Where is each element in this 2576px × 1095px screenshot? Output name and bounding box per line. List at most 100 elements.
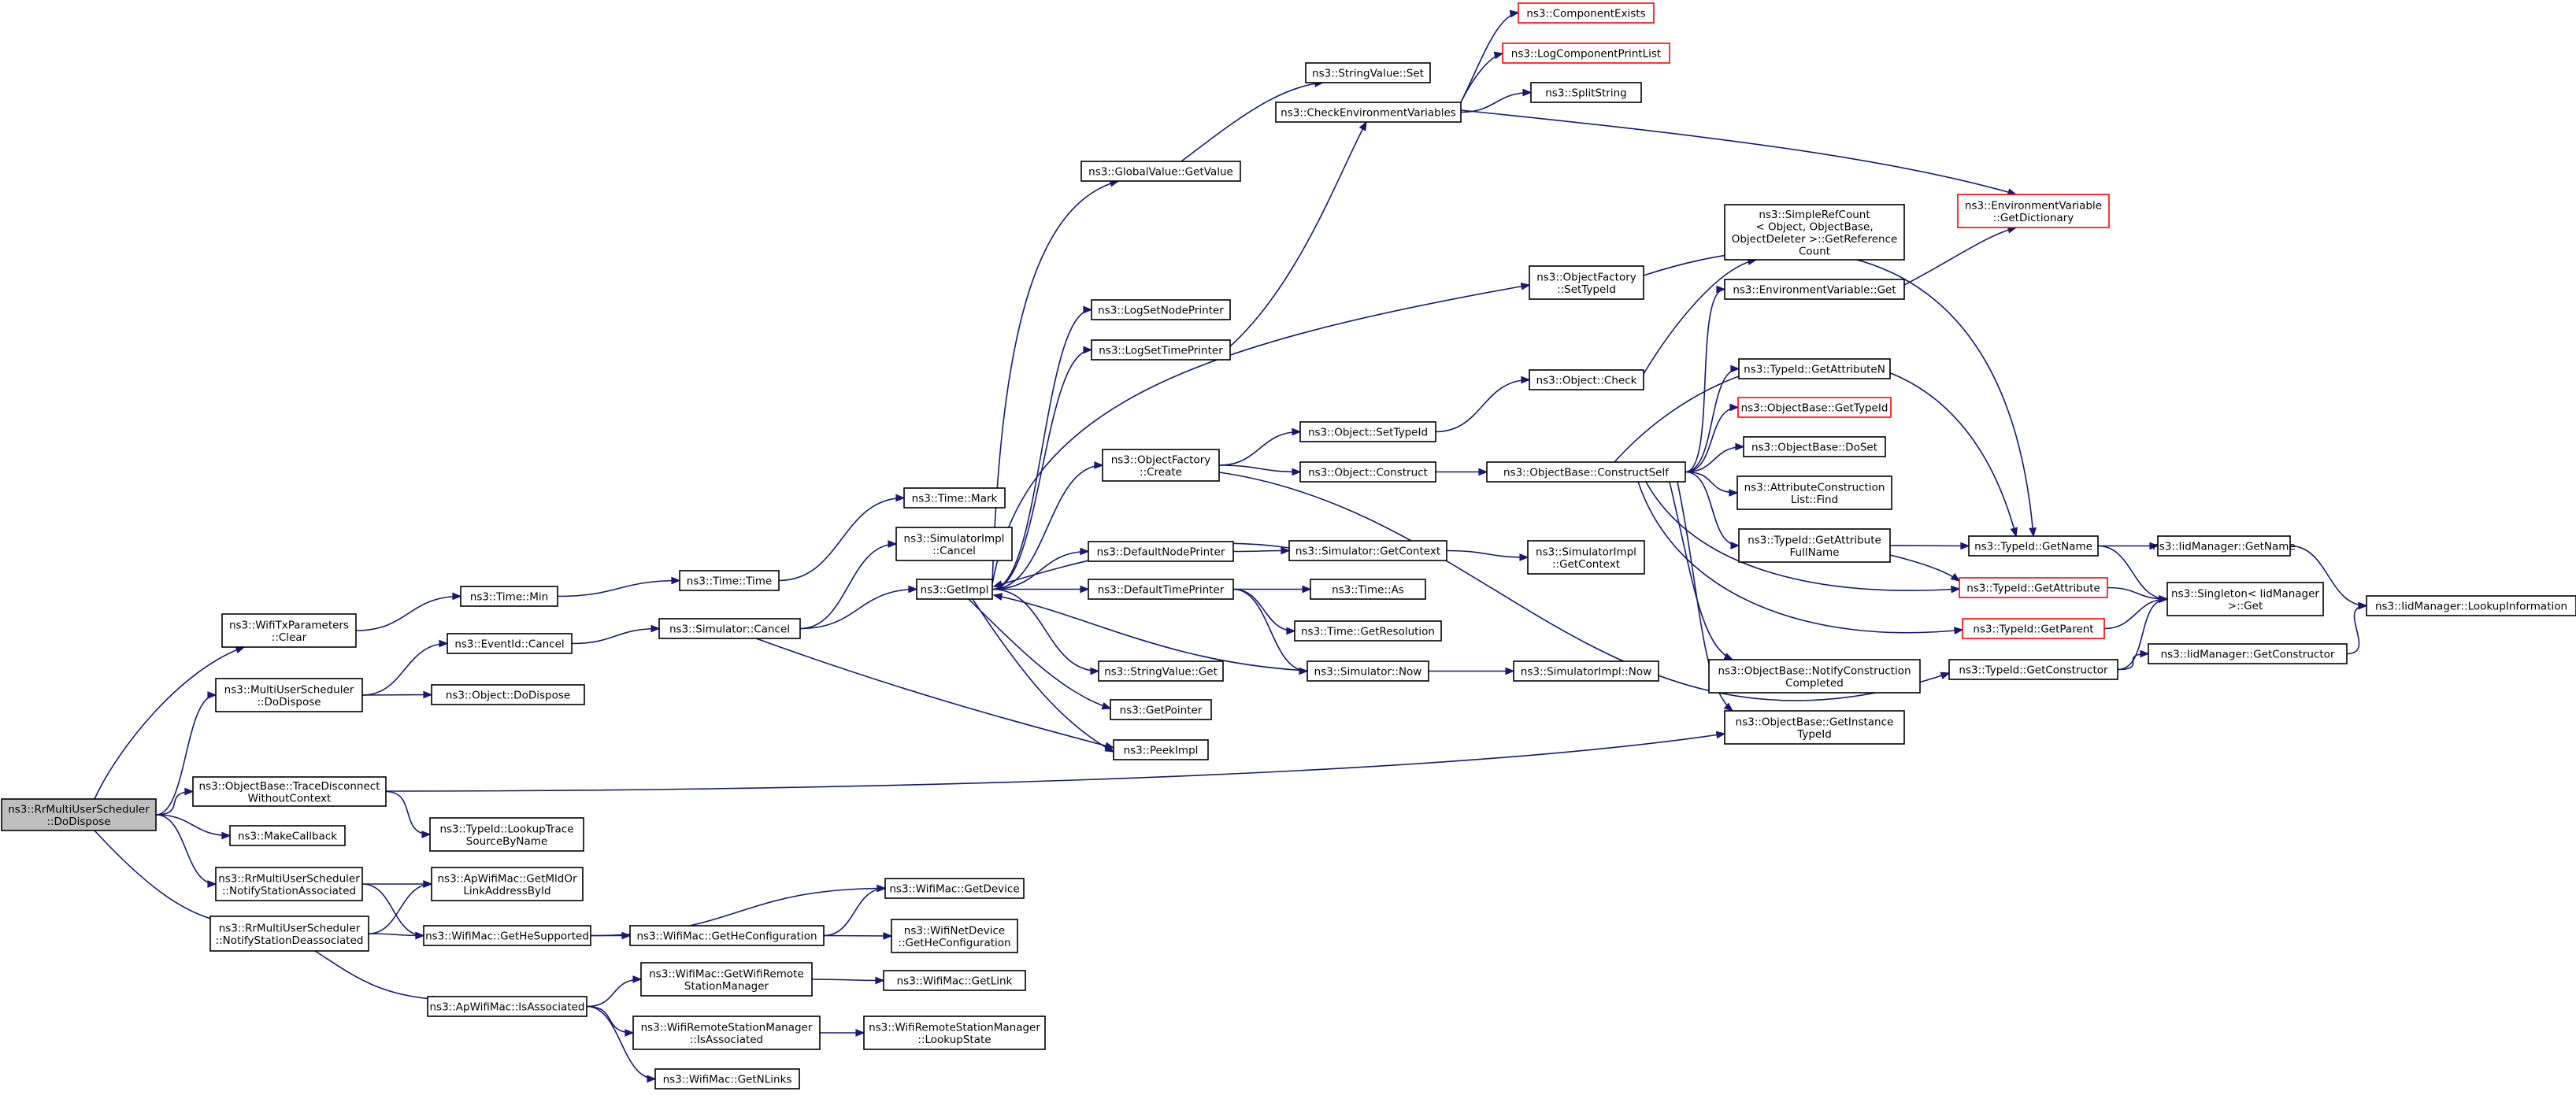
node-simcancel[interactable]: ns3::Simulator::Cancel — [658, 618, 801, 639]
node-timetime[interactable]: ns3::Time::Time — [679, 570, 780, 591]
arrowhead — [2159, 595, 2169, 603]
arrowhead — [888, 540, 898, 548]
arrowhead — [855, 1029, 865, 1037]
node-mudispose[interactable]: ns3::MultiUserScheduler::DoDispose — [215, 678, 363, 712]
node-getattrn[interactable]: ns3::TypeId::GetAttributeN — [1738, 358, 1891, 379]
node-timegetres[interactable]: ns3::Time::GetResolution — [1294, 620, 1442, 642]
node-box — [679, 570, 780, 591]
node-box — [1530, 82, 1642, 103]
node-getwrsm[interactable]: ns3::WifiMac::GetWifiRemoteStationManage… — [640, 962, 813, 997]
node-simimplgetctx[interactable]: ns3::SimulatorImpl::GetContext — [1527, 540, 1645, 575]
node-objconstruct[interactable]: ns3::Object::Construct — [1299, 461, 1436, 483]
node-box — [903, 487, 1006, 509]
node-lookupstate[interactable]: ns3::WifiRemoteStationManager::LookupSta… — [863, 1015, 1046, 1050]
edge-constructself-to-tidgetattr — [1645, 481, 1961, 594]
node-lognodeprinter[interactable]: ns3::LogSetNodePrinter — [1091, 299, 1231, 320]
node-label: ns3::SplitString — [1545, 87, 1627, 100]
node-deftimeprinter[interactable]: ns3::DefaultTimePrinter — [1088, 579, 1234, 600]
edge-checkenv-to-compexists — [1460, 9, 1520, 103]
node-getnlinks[interactable]: ns3::WifiMac::GetNLinks — [654, 1068, 800, 1089]
node-constructself[interactable]: ns3::ObjectBase::ConstructSelf — [1486, 461, 1686, 483]
node-makecb[interactable]: ns3::MakeCallback — [229, 825, 346, 846]
node-compexists[interactable]: ns3::ComponentExists — [1518, 2, 1655, 24]
node-peekimpl[interactable]: ns3::PeekImpl — [1113, 739, 1209, 760]
node-objdispose[interactable]: ns3::Object::DoDispose — [431, 684, 585, 705]
node-label: ::NotifyStationDeassociated — [216, 934, 364, 947]
arrowhead — [2140, 649, 2150, 658]
node-defnodeprinter[interactable]: ns3::DefaultNodePrinter — [1088, 541, 1234, 562]
node-tidgetattr[interactable]: ns3::TypeId::GetAttribute — [1959, 577, 2108, 598]
arrowhead — [2358, 601, 2368, 610]
node-getimpl[interactable]: ns3::GetImpl — [916, 579, 993, 600]
arrowhead — [992, 593, 1003, 601]
edge-getimpl-to-ofsettypeid — [991, 283, 1531, 585]
arrowhead — [1101, 702, 1112, 710]
node-obdoset[interactable]: ns3::ObjectBase::DoSet — [1743, 436, 1886, 457]
node-gvgetvalue[interactable]: ns3::GlobalValue::GetValue — [1080, 161, 1241, 182]
node-label: ::Create — [1140, 466, 1182, 479]
node-singleton[interactable]: ns3::Singleton< IidManager>::Get — [2166, 582, 2324, 616]
node-wtxclear[interactable]: ns3::WifiTxParameters::Clear — [221, 613, 357, 648]
node-timemin[interactable]: ns3::Time::Min — [460, 586, 558, 607]
node-tidgetname[interactable]: ns3::TypeId::GetName — [1968, 535, 2099, 557]
node-obgettypeid[interactable]: ns3::ObjectBase::GetTypeId — [1737, 397, 1892, 418]
node-svget[interactable]: ns3::StringValue::Get — [1098, 660, 1224, 682]
node-getlink[interactable]: ns3::WifiMac::GetLink — [883, 970, 1026, 991]
node-envdict[interactable]: ns3::EnvironmentVariable::GetDictionary — [1957, 194, 2110, 228]
node-notifydeassoc[interactable]: ns3::RrMultiUserScheduler::NotifyStation… — [209, 916, 369, 952]
node-ofcreate[interactable]: ns3::ObjectFactory::Create — [1102, 449, 1220, 482]
node-timemark[interactable]: ns3::Time::Mark — [903, 487, 1006, 509]
node-notifycc[interactable]: ns3::ObjectBase::NotifyConstructionCompl… — [1708, 659, 1921, 694]
node-svset[interactable]: ns3::StringValue::Set — [1305, 62, 1431, 83]
node-apisassoc[interactable]: ns3::ApWifiMac::IsAssociated — [427, 996, 587, 1017]
node-getpointer[interactable]: ns3::GetPointer — [1110, 699, 1212, 720]
node-checkenv[interactable]: ns3::CheckEnvironmentVariables — [1275, 102, 1462, 123]
node-notifyassoc[interactable]: ns3::RrMultiUserScheduler::NotifyStation… — [215, 867, 363, 901]
node-netdevhecfg[interactable]: ns3::WifiNetDevice::GetHeConfiguration — [891, 919, 1018, 953]
node-logcompprint[interactable]: ns3::LogComponentPrintList — [1502, 43, 1670, 64]
node-gethesup[interactable]: ns3::WifiMac::GetHeSupported — [423, 925, 591, 946]
node-evcancel[interactable]: ns3::EventId::Cancel — [447, 633, 573, 654]
node-iidlookup[interactable]: ns3::IidManager::LookupInformation — [2366, 595, 2576, 616]
node-box — [1518, 2, 1655, 24]
edge-objcheck-to-refcount — [1643, 257, 1758, 375]
edge-root-to-tracedisc — [155, 787, 195, 816]
node-ofsettypeid[interactable]: ns3::ObjectFactory::SetTypeId — [1529, 265, 1644, 300]
node-gethecfg[interactable]: ns3::WifiMac::GetHeConfiguration — [629, 925, 825, 946]
node-iidgetname[interactable]: ns3::IidManager::GetName — [2152, 535, 2296, 557]
edge-ofcreate-to-tidgetctor — [1218, 472, 1951, 701]
node-tidgetctor[interactable]: ns3::TypeId::GetConstructor — [1948, 659, 2118, 680]
node-simimplnow[interactable]: ns3::SimulatorImpl::Now — [1513, 660, 1659, 682]
node-label: ns3::SimpleRefCount — [1759, 209, 1870, 221]
node-box — [431, 684, 585, 705]
node-envget[interactable]: ns3::EnvironmentVariable::Get — [1724, 279, 1905, 300]
node-wrsmisassoc[interactable]: ns3::WifiRemoteStationManager::IsAssocia… — [632, 1015, 821, 1050]
node-label: ns3::TypeId::GetParent — [1973, 623, 2093, 636]
node-label: ns3::MultiUserScheduler — [224, 683, 354, 696]
node-iidgetctor[interactable]: ns3::IidManager::GetConstructor — [2148, 643, 2348, 664]
node-root[interactable]: ns3::RrMultiUserScheduler::DoDispose — [1, 798, 157, 831]
node-simnow[interactable]: ns3::Simulator::Now — [1307, 660, 1429, 682]
node-box — [429, 817, 584, 852]
node-simgetctx[interactable]: ns3::Simulator::GetContext — [1288, 540, 1447, 561]
node-logtimeprinter[interactable]: ns3::LogSetTimePrinter — [1091, 339, 1231, 361]
node-box — [2366, 595, 2576, 616]
node-simimplcancel[interactable]: ns3::SimulatorImpl::Cancel — [895, 527, 1013, 561]
arrowhead — [632, 975, 643, 983]
node-box — [658, 618, 801, 639]
node-refcount[interactable]: ns3::SimpleRefCount< Object, ObjectBase,… — [1724, 204, 1905, 261]
node-label: ns3::Object::SetTypeId — [1308, 427, 1428, 439]
node-splitstring[interactable]: ns3::SplitString — [1530, 82, 1642, 103]
node-box — [1724, 204, 1905, 261]
node-tidgetparent[interactable]: ns3::TypeId::GetParent — [1962, 618, 2105, 639]
node-tracedisc[interactable]: ns3::ObjectBase::TraceDisconnectWithoutC… — [192, 776, 387, 807]
node-objcheck[interactable]: ns3::Object::Check — [1529, 369, 1644, 390]
node-timeas[interactable]: ns3::Time::As — [1310, 579, 1426, 600]
node-objsettypeid[interactable]: ns3::Object::SetTypeId — [1299, 421, 1436, 442]
node-getdevice[interactable]: ns3::WifiMac::GetDevice — [884, 878, 1025, 899]
